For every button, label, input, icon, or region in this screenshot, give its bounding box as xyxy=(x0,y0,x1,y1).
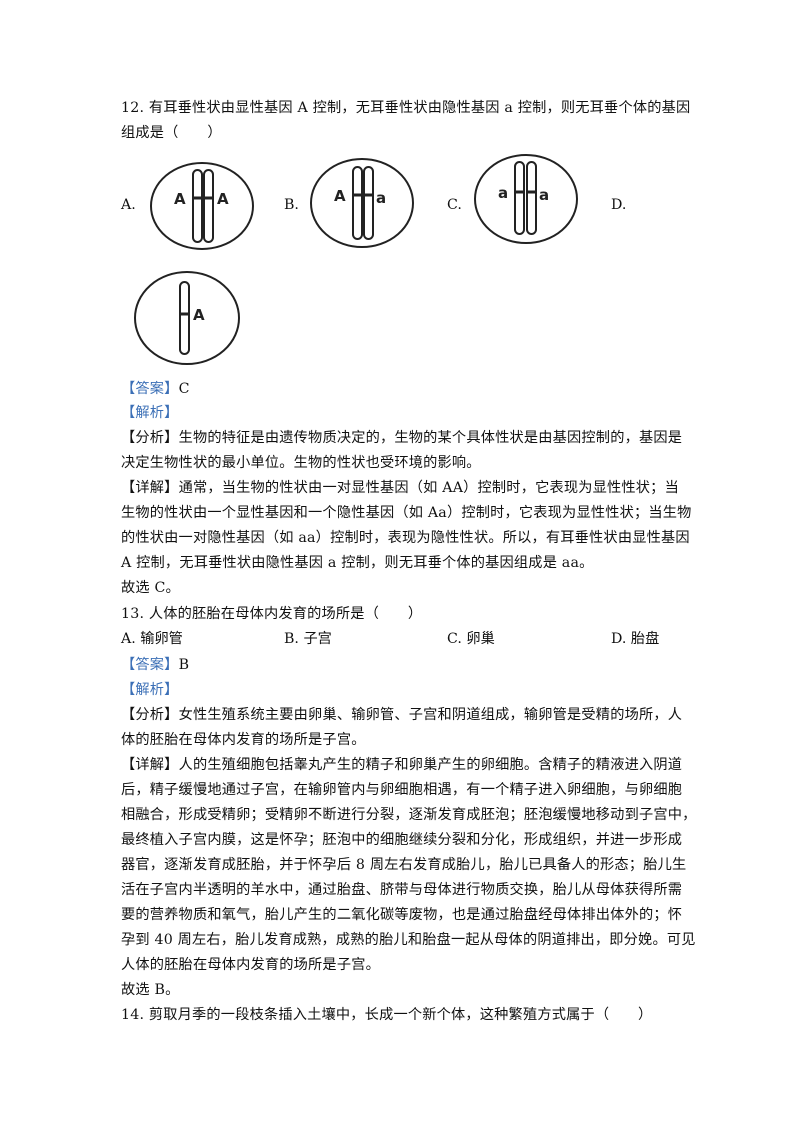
q13-option-a: A. 输卵管 xyxy=(121,631,183,647)
q12-xiangjie-line3: 的性状由一对隐性基因（如 aa）控制时，表现为隐性性状。所以，有耳垂性状由显性基… xyxy=(121,530,690,546)
analysis-tag: 【解析】 xyxy=(121,405,179,421)
xiangjie-tag: 【详解】 xyxy=(121,757,179,773)
q13-xiangjie-line5: 器官，逐渐发育成胚胎，并于怀孕后 8 周左右发育成胎儿，胎儿已具备人的形态；胎儿… xyxy=(121,857,687,873)
q13-fenxi-line1: 女性生殖系统主要由卵巢、输卵管、子宫和阴道组成，输卵管是受精的场所，人 xyxy=(178,707,683,723)
q12-option-a-diagram: A A xyxy=(148,160,256,252)
gene-label: A xyxy=(334,187,346,205)
analysis-tag: 【解析】 xyxy=(121,682,179,698)
q12-fenxi-line2: 决定生物性状的最小单位。生物的性状也受环境的影响。 xyxy=(121,455,481,471)
gene-label: a xyxy=(498,184,508,202)
q13-xiangjie-line8: 孕到 40 周左右，胎儿发育成熟，成熟的胎儿和胎盘一起从母体的阴道排出，即分娩。… xyxy=(121,932,696,948)
q13-xiangjie-line2: 后，精子缓慢地通过子宫，在输卵管内与卵细胞相遇，有一个精子进入卵细胞，与卵细胞 xyxy=(121,782,683,798)
fenxi-tag: 【分析】 xyxy=(121,430,179,446)
q12-option-d-label: D. xyxy=(611,197,627,213)
q12-option-c-label: C. xyxy=(447,197,462,213)
gene-label: A xyxy=(174,190,186,208)
q13-fenxi-line2: 体的胚胎在母体内发育的场所是子宫。 xyxy=(121,732,366,748)
q12-stem-line2: 组成是（ ） xyxy=(121,125,222,141)
gene-label: a xyxy=(539,186,549,204)
q13-xiangjie-line6: 活在子宫内半透明的羊水中，通过胎盘、脐带与母体进行物质交换，胎儿从母体获得所需 xyxy=(121,882,683,898)
q12-conclusion: 故选 C。 xyxy=(121,580,180,596)
q12-option-b-label: B. xyxy=(284,197,299,213)
q13-xiangjie-line1: 人的生殖细胞包括睾丸产生的精子和卵巢产生的卵细胞。含精子的精液进入阴道 xyxy=(178,757,683,773)
q12-stem-line1: 12. 有耳垂性状由显性基因 A 控制，无耳垂性状由隐性基因 a 控制，则无耳垂… xyxy=(121,100,691,116)
q13-xiangjie-line9: 人体的胚胎在母体内发育的场所是子宫。 xyxy=(121,957,380,973)
xiangjie-tag: 【详解】 xyxy=(121,480,179,496)
q13-option-d: D. 胎盘 xyxy=(611,631,660,647)
fenxi-tag: 【分析】 xyxy=(121,707,179,723)
q12-fenxi-line1: 生物的特征是由遗传物质决定的，生物的某个具体性状是由基因控制的，基因是 xyxy=(178,430,683,446)
q12-option-a-label: A. xyxy=(121,197,136,213)
answer-tag: 【答案】 xyxy=(121,657,179,673)
q12-option-c-diagram: a a xyxy=(472,152,580,246)
q12-xiangjie-line1: 通常，当生物的性状由一对显性基因（如 AA）控制时，它表现为显性性状；当 xyxy=(178,480,679,496)
q12-xiangjie-line2: 生物的性状由一个显性基因和一个隐性基因（如 Aa）控制时，它表现为显性性状；当生… xyxy=(121,505,692,521)
q14-stem: 14. 剪取月季的一段枝条插入土壤中，长成一个新个体，这种繁殖方式属于（ ） xyxy=(121,1007,653,1023)
q12-option-b-diagram: A a xyxy=(308,155,416,251)
gene-label: a xyxy=(376,189,386,207)
q12-answer: C xyxy=(178,381,190,397)
gene-label: A xyxy=(217,190,229,208)
q13-conclusion: 故选 B。 xyxy=(121,982,180,998)
q13-xiangjie-line3: 相融合，形成受精卵；受精卵不断进行分裂，逐渐发育成胚泡；胚泡缓慢地移动到子宫中， xyxy=(121,807,697,823)
q13-stem: 13. 人体的胚胎在母体内发育的场所是（ ） xyxy=(121,606,423,622)
q13-xiangjie-line7: 要的营养物质和氧气，胎儿产生的二氧化碳等废物，也是通过胎盘经母体排出体外的；怀 xyxy=(121,907,683,923)
q13-answer: B xyxy=(178,657,190,673)
gene-label: A xyxy=(193,306,205,324)
q12-option-d-diagram: A xyxy=(131,268,243,368)
q13-option-b: B. 子宫 xyxy=(284,631,332,647)
q13-xiangjie-line4: 最终植入子宫内膜，这是怀孕；胚泡中的细胞继续分裂和分化，形成组织，并进一步形成 xyxy=(121,832,683,848)
answer-tag: 【答案】 xyxy=(121,381,179,397)
q13-option-c: C. 卵巢 xyxy=(447,631,495,647)
q12-xiangjie-line4: A 控制，无耳垂性状由隐性基因 a 控制，则无耳垂个体的基因组成是 aa。 xyxy=(121,555,594,571)
